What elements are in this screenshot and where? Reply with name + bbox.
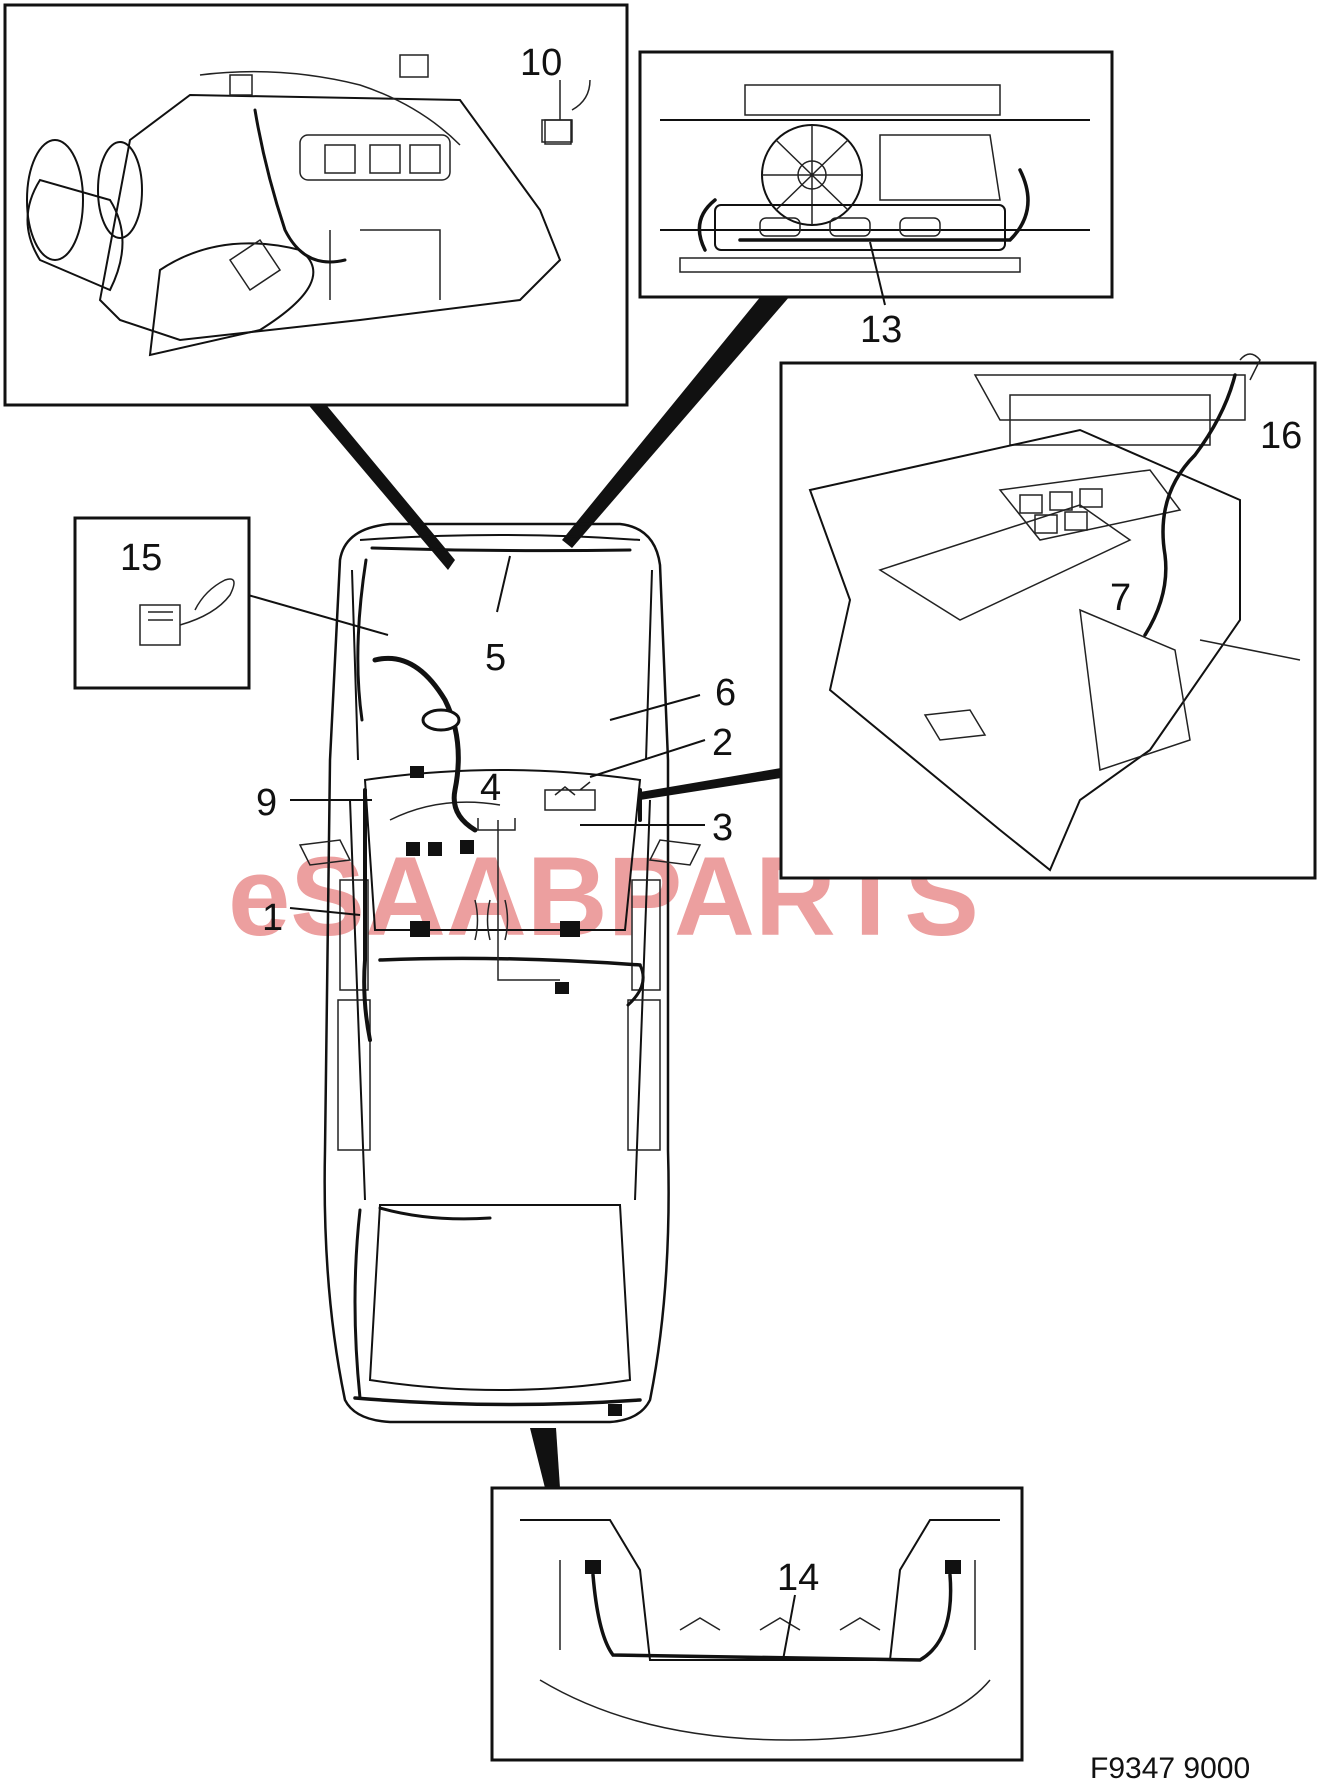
callout-9: 9 <box>256 782 277 824</box>
callout-1: 1 <box>262 897 283 939</box>
callout-7: 7 <box>1110 577 1131 619</box>
inset-tailgate <box>779 353 1317 880</box>
callout-14: 14 <box>777 1557 819 1599</box>
car-outline <box>298 522 702 1424</box>
callout-4: 4 <box>480 767 501 809</box>
figure-code: F9347 9000 <box>1090 1752 1250 1785</box>
callout-5: 5 <box>485 637 506 679</box>
wiring-harness <box>353 546 645 1416</box>
callout-15: 15 <box>120 537 162 579</box>
leader-heater <box>300 395 455 570</box>
inset-rear-sill <box>490 1486 1024 1762</box>
leader-15 <box>247 594 389 636</box>
callout-3: 3 <box>712 807 733 849</box>
callout-16: 16 <box>1260 415 1302 457</box>
callout-6: 6 <box>715 672 736 714</box>
leader-radiator <box>562 285 790 548</box>
inset-radiator-fan <box>638 50 1114 306</box>
callout-13: 13 <box>860 309 902 351</box>
leader-tailgate <box>640 768 781 800</box>
callout-leaders <box>289 555 706 916</box>
inset-heater-unit <box>3 3 629 407</box>
callout-10: 10 <box>520 42 562 84</box>
inset-connector-15 <box>73 516 251 690</box>
leader-rear <box>530 1428 560 1488</box>
callout-2: 2 <box>712 722 733 764</box>
